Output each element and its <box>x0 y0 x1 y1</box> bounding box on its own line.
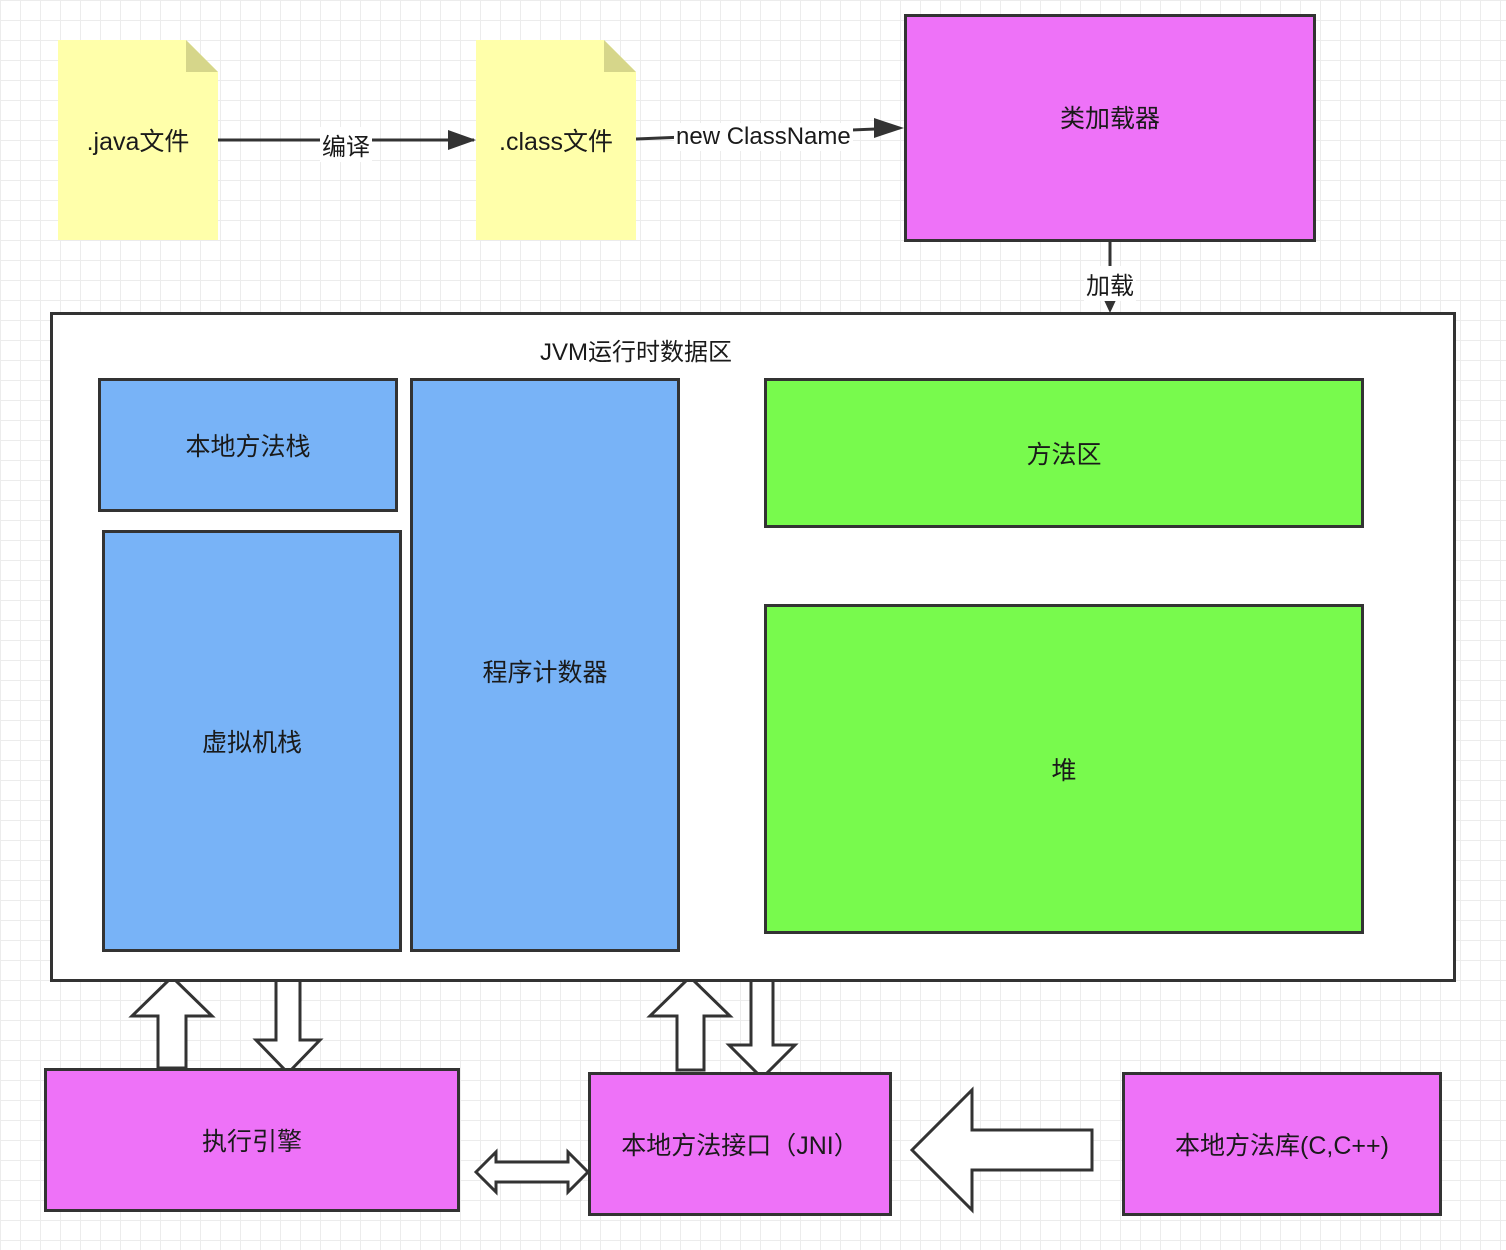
compile-label: 编译 <box>320 127 372 162</box>
runtime-data-area-title: JVM运行时数据区 <box>540 339 732 366</box>
library-to-jni-arrow <box>909 1086 1094 1214</box>
engine-down-arrow <box>252 969 324 1076</box>
vm-stack-node: 虚拟机栈 <box>102 530 402 952</box>
native-method-stack-label: 本地方法栈 <box>185 433 311 461</box>
class-loader-label: 类加载器 <box>1059 105 1160 133</box>
program-counter-node: 程序计数器 <box>410 378 680 952</box>
new-classname-arrowhead <box>874 118 904 138</box>
native-library-label: 本地方法库(C,C++) <box>1175 1132 1389 1160</box>
method-area-node: 方法区 <box>764 378 1364 528</box>
native-interface-node: 本地方法接口（JNI） <box>588 1072 892 1216</box>
vm-stack-label: 虚拟机栈 <box>201 729 302 757</box>
native-method-stack-node: 本地方法栈 <box>98 378 398 512</box>
jni-down-arrow <box>725 974 799 1081</box>
engine-up-arrow <box>128 974 216 1070</box>
class-file-fold-icon <box>604 40 636 72</box>
java-file-label: .java文件 <box>86 128 190 156</box>
class-file-node: .class文件 <box>476 40 636 240</box>
program-counter-label: 程序计数器 <box>482 659 608 687</box>
native-library-node: 本地方法库(C,C++) <box>1122 1072 1442 1216</box>
execution-engine-label: 执行引擎 <box>201 1128 302 1156</box>
heap-label: 堆 <box>1051 757 1077 785</box>
new-classname-label: new ClassName <box>674 123 853 151</box>
load-label: 加载 <box>1084 266 1136 301</box>
java-file-fold-icon <box>186 40 218 72</box>
native-interface-label: 本地方法接口（JNI） <box>621 1132 859 1160</box>
engine-jni-double-arrow <box>473 1148 591 1196</box>
method-area-label: 方法区 <box>1026 441 1102 469</box>
java-file-node: .java文件 <box>58 40 218 240</box>
heap-node: 堆 <box>764 604 1364 934</box>
class-file-label: .class文件 <box>499 128 613 156</box>
class-loader-node: 类加载器 <box>904 14 1316 242</box>
compile-arrowhead <box>448 130 476 150</box>
execution-engine-node: 执行引擎 <box>44 1068 460 1212</box>
jni-up-arrow <box>646 974 734 1072</box>
